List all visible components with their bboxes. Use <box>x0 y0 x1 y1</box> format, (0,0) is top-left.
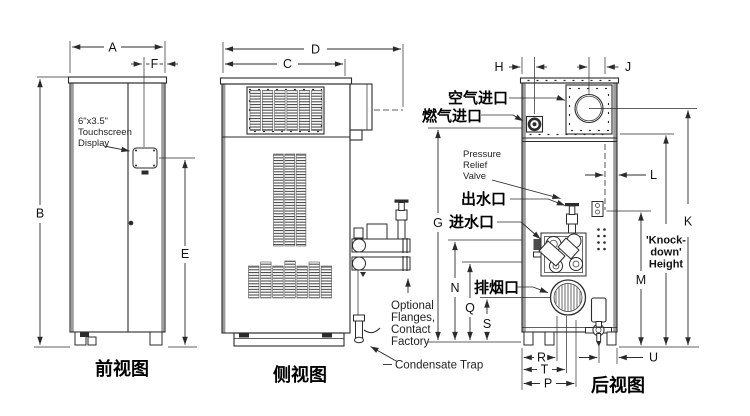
flange-note-line2: Flanges, <box>391 312 435 324</box>
dim-f: F <box>131 57 178 147</box>
water-inlet-label: 进水口 <box>449 213 494 231</box>
dim-label-k: K <box>684 215 693 229</box>
water-inlet-note: 进水口 <box>449 213 541 240</box>
dim-label-t: T <box>541 363 549 377</box>
dim-j: J <box>577 57 631 94</box>
rear-view: H J K 'Knock- down' Height M <box>422 57 699 396</box>
dim-label-n: N <box>450 281 459 295</box>
water-outlet-label: 出水口 <box>461 190 506 208</box>
pump-valve-assembly <box>533 232 587 277</box>
dim-knockdown: 'Knock- down' Height <box>620 133 686 346</box>
mounting-bracket <box>591 201 604 217</box>
dim-label-b: B <box>36 207 44 221</box>
dim-m: M <box>606 210 651 346</box>
dim-b: B <box>34 76 70 348</box>
dim-label-r: R <box>537 351 546 365</box>
flue-outlet-note: 排烟口 <box>474 279 549 297</box>
touchscreen-note-line1: 6"x3.5" <box>78 116 108 127</box>
gas-inlet-label: 燃气进口 <box>422 107 482 125</box>
dim-label-a: A <box>108 41 117 55</box>
front-feet <box>74 331 163 346</box>
knockdown-line2: down' <box>650 247 682 259</box>
relief-valve-rear <box>565 203 579 234</box>
side-view-caption: 侧视图 <box>273 364 327 385</box>
condensate-label: Condensate Trap <box>395 360 483 372</box>
rear-top-rim <box>519 77 620 84</box>
dim-k: K <box>589 108 699 348</box>
condensate-trap <box>353 314 381 344</box>
dim-label-f: F <box>151 57 159 71</box>
blower-housing <box>349 83 403 141</box>
dim-a: A <box>69 41 166 73</box>
base-skid <box>233 332 345 347</box>
dim-label-s: S <box>483 317 491 331</box>
pressure-relief-line2: Relief <box>463 160 488 171</box>
junction-box <box>366 223 388 240</box>
dim-label-d: D <box>311 43 320 57</box>
touchscreen-note-line2: Touchscreen <box>78 127 132 138</box>
touchscreen-display <box>132 147 158 175</box>
front-view: A F B E 6"x3.5" Touchscreen Displa <box>34 41 197 379</box>
dim-q: Q <box>462 261 522 340</box>
dim-label-c: C <box>283 57 292 71</box>
dim-u: U <box>579 344 658 365</box>
lower-louver-band <box>248 260 332 299</box>
knockdown-line1: 'Knock- <box>646 235 686 247</box>
flue-outlet-label: 排烟口 <box>474 279 519 297</box>
rear-legs <box>523 331 617 346</box>
dim-l: L <box>585 168 657 182</box>
flange-note-line3: Contact <box>391 324 431 336</box>
front-cabinet-body <box>69 82 166 333</box>
air-inlet-note: 空气进口 <box>448 89 565 107</box>
water-outlet-note: 出水口 <box>461 190 566 208</box>
condensate-note: Condensate Trap <box>370 346 483 372</box>
side-top-rim <box>219 77 353 85</box>
dim-e: E <box>159 157 197 348</box>
dim-label-p: P <box>544 377 552 391</box>
pressure-relief-note: Pressure Relief Valve <box>463 149 561 200</box>
terminal-dots <box>597 228 606 251</box>
flange-note: Optional Flanges, Contact Factory <box>391 300 435 348</box>
dim-label-e: E <box>181 247 189 261</box>
dim-label-h: H <box>494 60 503 74</box>
touchscreen-note: 6"x3.5" Touchscreen Display <box>78 116 132 153</box>
front-top-rim <box>67 76 168 84</box>
air-inlet-label: 空气进口 <box>448 89 508 107</box>
dim-n: N <box>448 239 522 340</box>
relief-valve-side <box>394 199 409 240</box>
pressure-relief-line3: Valve <box>463 171 486 182</box>
dim-label-g: G <box>433 216 443 230</box>
dim-label-q: Q <box>465 301 475 315</box>
dim-label-m: M <box>636 273 646 287</box>
dim-g: G <box>427 127 522 343</box>
dim-d: D <box>222 42 404 107</box>
gas-inlet <box>525 115 544 133</box>
dim-label-l: L <box>650 168 657 182</box>
rear-cabinet-body <box>521 82 618 333</box>
exhaust-port <box>549 279 587 316</box>
rear-opening <box>590 297 607 323</box>
dim-rtp: R T P <box>521 316 577 391</box>
front-view-caption: 前视图 <box>95 358 149 379</box>
rear-view-caption: 后视图 <box>591 375 645 396</box>
door-lock <box>128 220 134 226</box>
flange-note-line4: Factory <box>391 336 430 348</box>
top-louver-panel <box>246 86 325 135</box>
flange-note-line1: Optional <box>391 300 434 312</box>
dim-c: C <box>225 57 346 76</box>
side-piping <box>351 199 411 315</box>
dim-label-j: J <box>625 60 631 74</box>
knockdown-line3: Height <box>649 259 684 271</box>
touchscreen-note-line3: Display <box>78 138 109 149</box>
dim-label-u: U <box>649 351 658 365</box>
gas-inlet-note: 燃气进口 <box>422 107 524 125</box>
pressure-relief-line1: Pressure <box>463 149 501 160</box>
side-view: D C Optional Flanges, Contact Factory Co… <box>219 42 483 385</box>
dim-s: S <box>480 297 550 340</box>
mid-louver-strip <box>273 153 307 247</box>
dim-h: H <box>494 57 547 114</box>
